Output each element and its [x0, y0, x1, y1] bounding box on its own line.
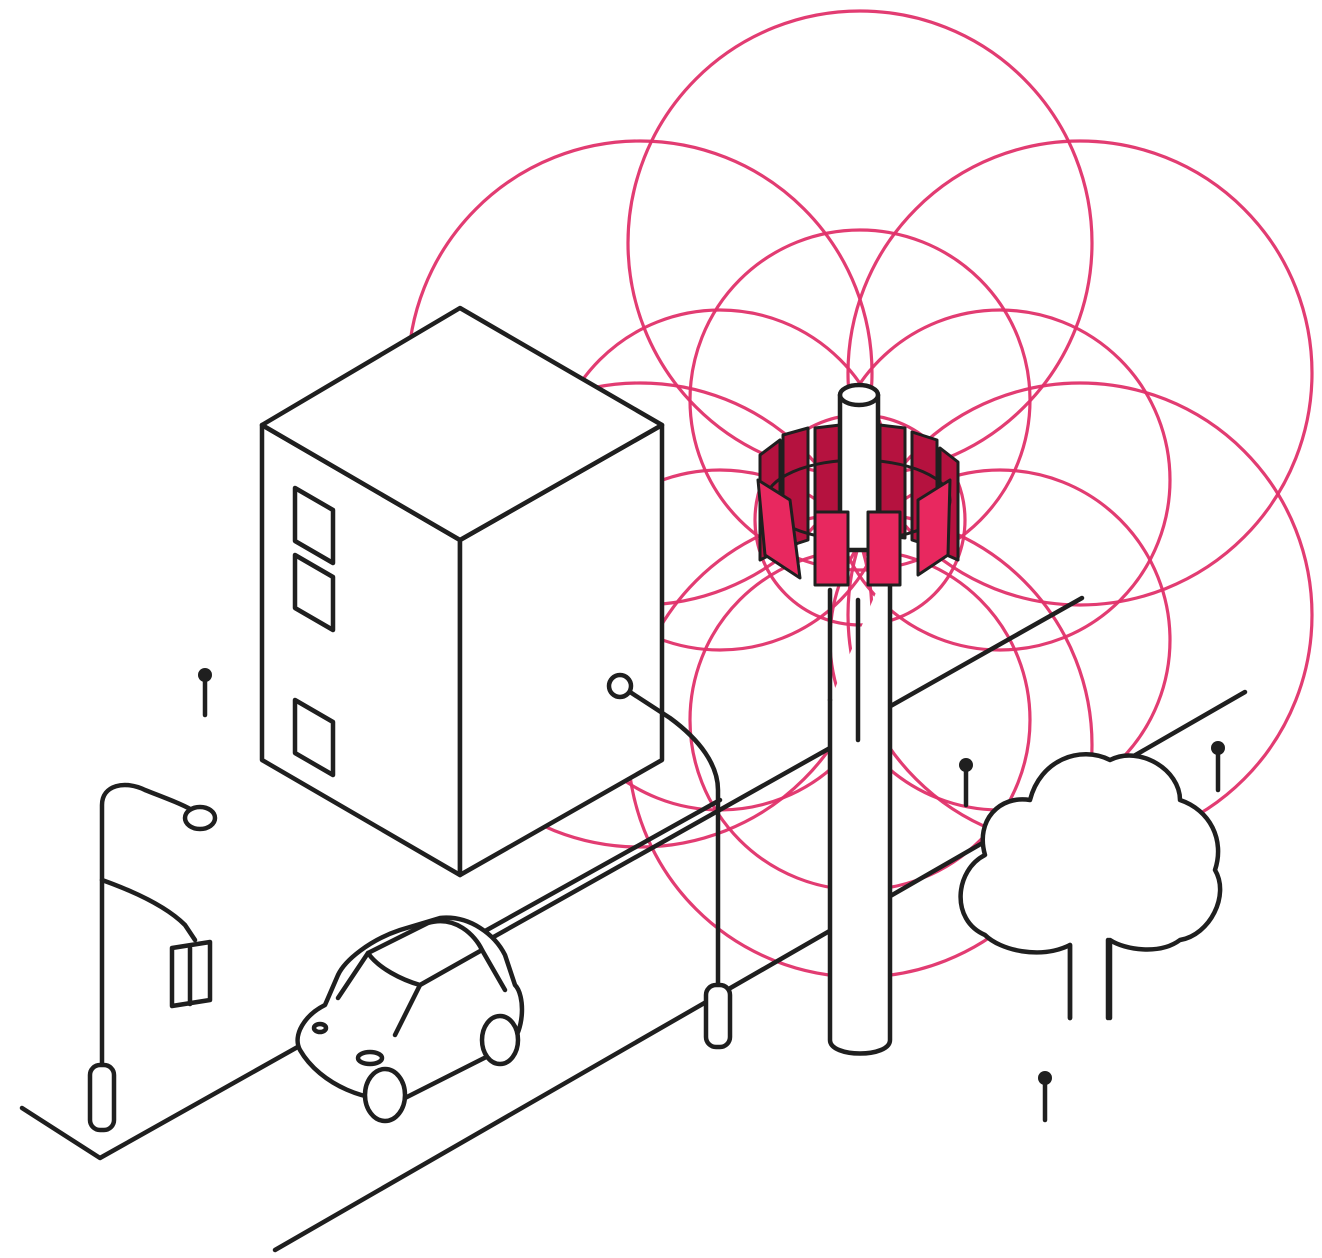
building-icon [262, 308, 662, 875]
car-wheel [365, 1069, 405, 1121]
street-lamp-icon [90, 785, 215, 1130]
tree-canopy [961, 754, 1221, 1018]
tower-top-cap [840, 385, 878, 405]
antenna-icon [1038, 1071, 1052, 1120]
antenna-panel [815, 512, 848, 585]
car-wheel [482, 1016, 518, 1064]
street-lamp-base [90, 1065, 114, 1130]
road-line-right [880, 598, 1082, 712]
street-lamp-light [609, 675, 631, 697]
car-icon [298, 918, 522, 1121]
antenna-tip [1038, 1071, 1052, 1085]
cell-tower-icon [830, 560, 890, 1054]
antenna-icon [959, 758, 973, 805]
antenna-icon [198, 668, 212, 715]
street-lamp-base [706, 985, 730, 1047]
street-lamp-arm [102, 880, 195, 940]
antenna-icon [1211, 741, 1225, 790]
antenna-tip [1211, 741, 1225, 755]
antenna-tip [198, 668, 212, 682]
street-lamp-pole [102, 785, 195, 1065]
tree-icon [961, 754, 1221, 1018]
antenna-tip [959, 758, 973, 772]
antenna-panel [868, 512, 900, 585]
street-lamp-light [185, 807, 215, 829]
